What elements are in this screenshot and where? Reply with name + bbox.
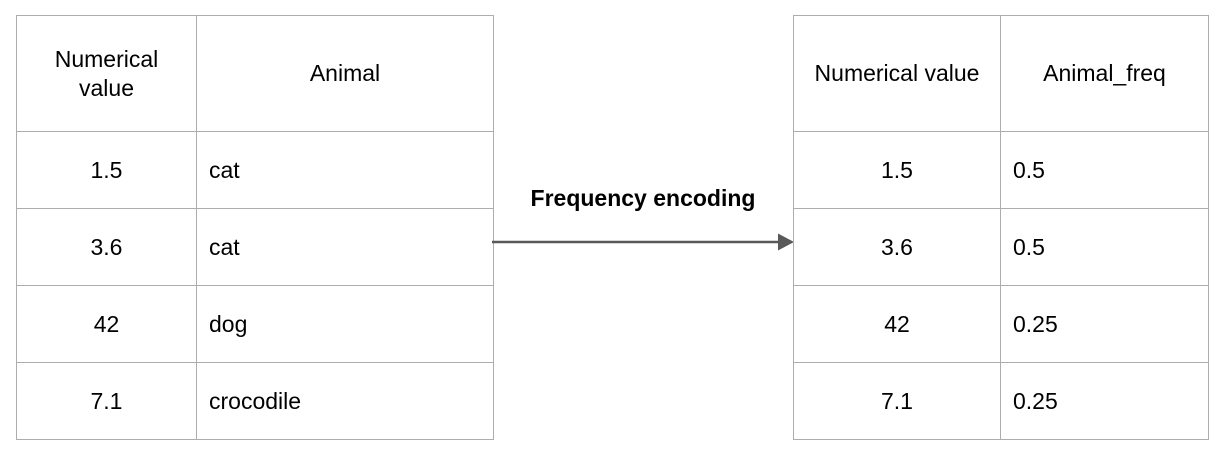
result-cell-numerical-value: 1.5 (793, 131, 1001, 209)
table-row: 3.6 0.5 (793, 208, 1209, 286)
result-table: Numerical value Animal_freq 1.5 0.5 3.6 … (793, 15, 1209, 440)
table-row: 1.5 cat (16, 131, 494, 209)
table-header-row: Numerical value Animal_freq (793, 15, 1209, 132)
source-cell-numerical-value: 42 (16, 285, 197, 363)
table-row: 3.6 cat (16, 208, 494, 286)
source-table: Numerical value Animal 1.5 cat 3.6 cat 4… (16, 15, 494, 440)
source-cell-numerical-value: 7.1 (16, 362, 197, 440)
result-cell-animal-freq: 0.5 (1000, 208, 1209, 286)
table-row: 7.1 0.25 (793, 362, 1209, 440)
result-header-numerical-value: Numerical value (793, 15, 1001, 132)
source-cell-numerical-value: 3.6 (16, 208, 197, 286)
table-row: 42 0.25 (793, 285, 1209, 363)
result-header-animal-freq: Animal_freq (1000, 15, 1209, 132)
transform-label: Frequency encoding (530, 185, 756, 211)
source-cell-animal: cat (196, 131, 494, 209)
source-header-numerical-value: Numerical value (16, 15, 197, 132)
source-cell-animal: cat (196, 208, 494, 286)
result-cell-animal-freq: 0.25 (1000, 285, 1209, 363)
result-cell-numerical-value: 7.1 (793, 362, 1001, 440)
result-cell-animal-freq: 0.5 (1000, 131, 1209, 209)
result-cell-numerical-value: 3.6 (793, 208, 1001, 286)
table-header-row: Numerical value Animal (16, 15, 494, 132)
arrow-right-icon (492, 233, 794, 251)
source-cell-numerical-value: 1.5 (16, 131, 197, 209)
source-cell-animal: dog (196, 285, 494, 363)
source-header-animal: Animal (196, 15, 494, 132)
table-row: 42 dog (16, 285, 494, 363)
table-row: 1.5 0.5 (793, 131, 1209, 209)
table-row: 7.1 crocodile (16, 362, 494, 440)
result-cell-numerical-value: 42 (793, 285, 1001, 363)
transform-group: Frequency encoding (492, 185, 794, 265)
source-cell-animal: crocodile (196, 362, 494, 440)
result-cell-animal-freq: 0.25 (1000, 362, 1209, 440)
